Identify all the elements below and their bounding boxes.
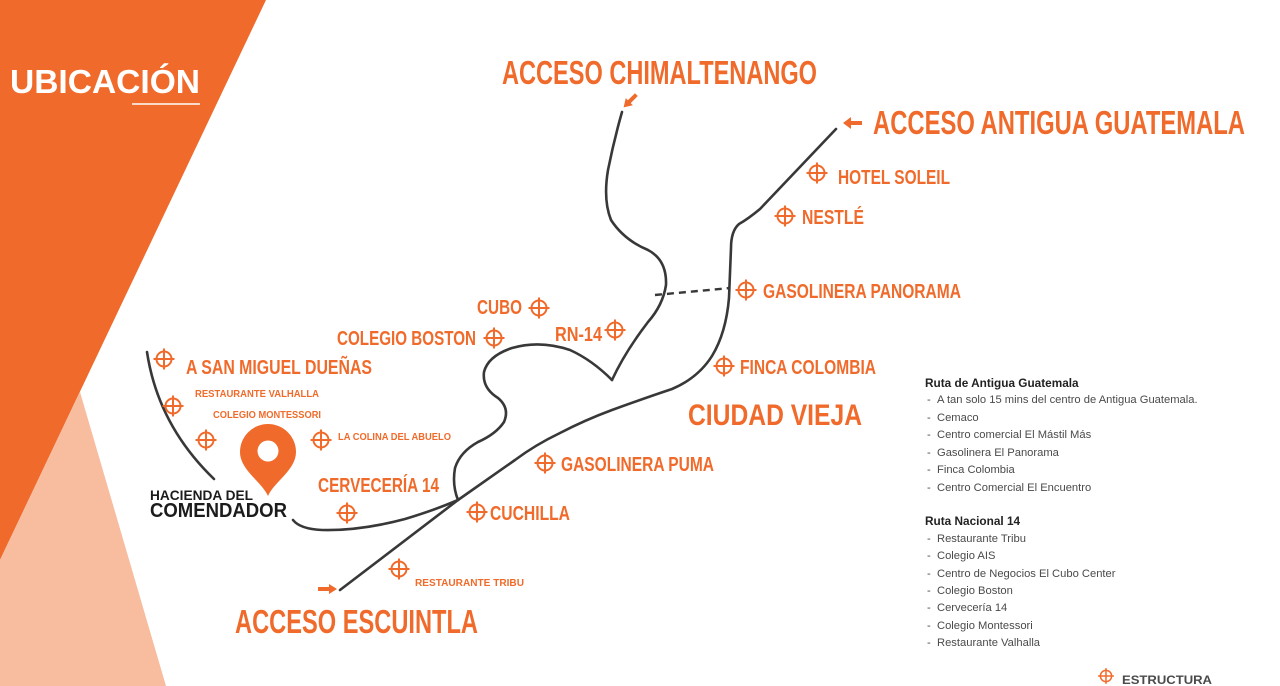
access-escuintla-label: ACCESO ESCUINTLA	[235, 603, 478, 640]
crosshair-icon	[309, 428, 333, 452]
crosshair-icon	[603, 318, 627, 342]
crosshair-icon	[734, 278, 758, 302]
point-label-hotel-soleil: HOTEL SOLEIL	[838, 167, 950, 189]
crosshair-icon	[533, 451, 557, 475]
crosshair-icon	[527, 296, 551, 320]
crosshair-icon	[1097, 667, 1115, 685]
arrow-icon	[623, 93, 638, 108]
legend-item: Colegio Montessori	[925, 619, 1033, 633]
legend-item: Centro comercial El Mástil Más	[925, 428, 1091, 442]
point-label-cerveceria-14: CERVECERÍA 14	[318, 474, 440, 497]
access-chimaltenango-label: ACCESO CHIMALTENANGO	[502, 54, 817, 91]
legend-item: Cemaco	[925, 411, 979, 425]
crosshair-icon	[387, 557, 411, 581]
legend-item: Cervecería 14	[925, 601, 1007, 615]
point-label-colegio-montessori: COLEGIO MONTESSORI	[213, 410, 321, 421]
legend-item: A tan solo 15 mins del centro de Antigua…	[925, 393, 1198, 407]
property-name-line1: HACIENDA DEL	[150, 487, 253, 503]
dashed-connector	[654, 286, 731, 297]
legend-item: Gasolinera El Panorama	[925, 446, 1059, 460]
next-section-label: ESTRUCTURA	[1122, 673, 1212, 686]
point-label-nestle: NESTLÉ	[802, 206, 864, 229]
legend-route-title: Ruta de Antigua Guatemala	[925, 376, 1079, 390]
road-hacienda	[291, 498, 460, 532]
point-label-san-miguel-duenas: A SAN MIGUEL DUEÑAS	[186, 356, 372, 379]
point-label-gasolinera-panorama: GASOLINERA PANORAMA	[763, 281, 961, 303]
point-label-la-colina-del-abuelo: LA COLINA DEL ABUELO	[338, 432, 451, 443]
legend-item: Restaurante Tribu	[925, 532, 1026, 546]
town-label: CIUDAD VIEJA	[688, 399, 862, 432]
crosshair-icon	[335, 501, 359, 525]
arrow-icon	[843, 117, 862, 129]
road-san-miguel	[145, 350, 216, 481]
legend-item: Centro Comercial El Encuentro	[925, 481, 1091, 495]
point-label-restaurante-valhalla: RESTAURANTE VALHALLA	[195, 389, 319, 400]
peach-band	[0, 392, 166, 686]
road-antigua	[338, 127, 838, 592]
orange-band	[0, 0, 266, 560]
crosshair-icon	[482, 326, 506, 350]
legend-item: Colegio AIS	[925, 549, 995, 563]
legend-item: Colegio Boston	[925, 584, 1013, 598]
point-label-cubo: CUBO	[477, 297, 522, 319]
legend-item: Centro de Negocios El Cubo Center	[925, 567, 1115, 581]
crosshair-icon	[712, 354, 736, 378]
page-title: UBICACIÓN	[10, 63, 200, 100]
road-chimaltenango	[604, 110, 668, 382]
point-label-gasolinera-puma: GASOLINERA PUMA	[561, 454, 714, 476]
crosshair-icon	[773, 204, 797, 228]
point-label-restaurante-tribu: RESTAURANTE TRIBU	[415, 578, 524, 589]
crosshair-icon	[194, 428, 218, 452]
crosshair-icon	[465, 500, 489, 524]
property-name-line2: COMENDADOR	[150, 500, 288, 522]
crosshair-icon	[152, 347, 176, 371]
access-antigua-label: ACCESO ANTIGUA GUATEMALA	[873, 104, 1245, 141]
legend-item: Finca Colombia	[925, 463, 1015, 477]
point-label-rn14: RN-14	[555, 324, 603, 346]
legend-route-title: Ruta Nacional 14	[925, 514, 1021, 528]
point-label-cuchilla: CUCHILLA	[490, 503, 570, 525]
crosshair-icon	[805, 161, 829, 185]
point-label-colegio-boston: COLEGIO BOSTON	[337, 328, 476, 350]
point-label-finca-colombia: FINCA COLOMBIA	[740, 357, 876, 379]
legend-item: Restaurante Valhalla	[925, 636, 1040, 650]
arrow-icon	[318, 584, 337, 594]
map-pin-icon	[240, 424, 296, 496]
road-rn14	[452, 343, 614, 502]
